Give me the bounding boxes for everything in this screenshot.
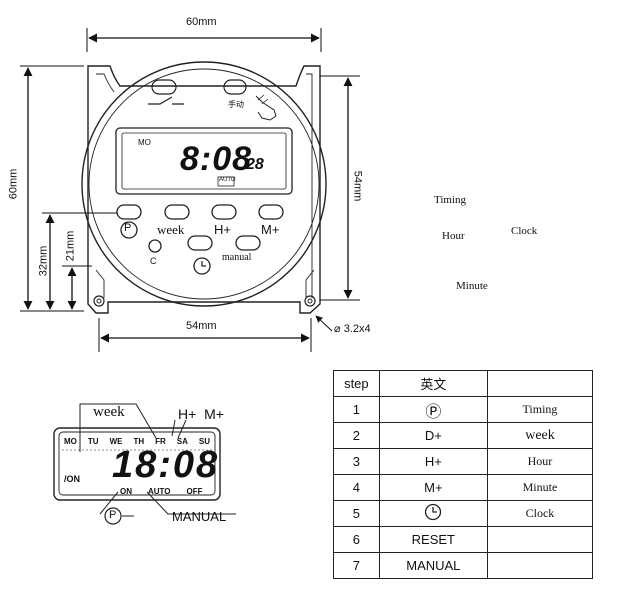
dimension-right-54 — [320, 75, 360, 301]
row-desc: Minute — [486, 474, 594, 501]
right-dimension-label: 54mm — [351, 170, 364, 202]
day-th: TH — [133, 437, 145, 446]
mode-off: OFF — [186, 487, 203, 496]
dimension-bottom-54 — [98, 318, 312, 352]
lcd-time: 8:08 — [180, 140, 253, 178]
row-desc: Clock — [486, 500, 594, 527]
device-manual-label: manual — [222, 252, 252, 263]
day-fr: FR — [155, 437, 166, 446]
dim-32-label: 32mm — [37, 245, 50, 277]
lcd-seconds: 28 — [246, 156, 264, 173]
lcd-auto-indicator: AUTO — [219, 177, 236, 183]
row-step: 1 — [333, 396, 380, 423]
device-p-button-label: P — [124, 222, 132, 234]
display-mode-row: ON AUTO OFF — [120, 487, 203, 496]
header-step: step — [333, 370, 380, 397]
row-key: D+ — [378, 422, 488, 449]
steps-table: step 英文 1 Ⓟ Timing 2 D+ week 3 H+ Hour 4… — [333, 370, 594, 579]
float-label-minute: Minute — [456, 280, 488, 292]
dim-21-label: 21mm — [64, 230, 77, 262]
float-label-hour: Hour — [442, 230, 465, 242]
device-m-label: M+ — [261, 222, 280, 237]
width-dimension-label: 60mm — [186, 16, 217, 28]
dimension-left-60 — [20, 65, 84, 312]
mode-on: ON — [120, 487, 132, 496]
day-su: SU — [198, 437, 211, 446]
device-week-label: week — [157, 222, 185, 237]
device-lcd — [115, 127, 293, 195]
row-step: 6 — [333, 526, 380, 553]
day-mo: MO — [64, 437, 77, 446]
row-key: RESET — [378, 526, 488, 553]
display-time: 18:08 — [112, 444, 220, 486]
table-row: 1 Ⓟ Timing — [333, 396, 594, 423]
row-key: M+ — [378, 474, 488, 501]
display-diagram — [53, 403, 236, 525]
lcd-day-label: MO — [138, 138, 151, 147]
table-row: 2 D+ week — [333, 422, 594, 449]
row-key: Ⓟ — [378, 396, 488, 423]
row-step: 5 — [333, 500, 380, 527]
row-step: 2 — [333, 422, 380, 449]
dimension-32-21 — [42, 212, 124, 310]
height-dimension-label: 60mm — [7, 168, 20, 200]
row-step: 7 — [333, 552, 380, 579]
row-key: MANUAL — [378, 552, 488, 579]
float-label-timing: Timing — [434, 194, 467, 206]
table-header-row: step 英文 — [333, 370, 594, 397]
device-c-label: C — [150, 256, 157, 266]
row-key: H+ — [378, 448, 488, 475]
bottom-dimension-label: 54mm — [186, 320, 217, 332]
row-desc: Hour — [486, 448, 594, 475]
row-step: 3 — [333, 448, 380, 475]
display-on-text: ON — [66, 474, 81, 484]
display-on-indicator: /ON — [64, 474, 81, 484]
table-row: 5 Clock — [333, 500, 594, 527]
row-key — [378, 500, 488, 527]
table-row: 3 H+ Hour — [333, 448, 594, 475]
row-desc — [486, 526, 594, 553]
table-row: 7 MANUAL — [333, 552, 594, 579]
top-switches — [148, 79, 277, 121]
row-desc: week — [486, 422, 594, 449]
display-p-label: P — [109, 509, 117, 521]
day-sa: SA — [176, 437, 188, 446]
table-row: 6 RESET — [333, 526, 594, 553]
manual-switch-label: 手动 — [228, 100, 244, 109]
hole-dimension-label: ⌀ 3.2x4 — [334, 322, 371, 335]
row-desc — [486, 552, 594, 579]
hole-dimension-value: 3.2x4 — [343, 323, 371, 335]
dimension-top-60 — [86, 28, 322, 52]
float-label-clock: Clock — [511, 225, 538, 237]
header-english: 英文 — [378, 370, 488, 397]
display-hm-label: H+ M+ — [178, 406, 224, 422]
device-h-label: H+ — [214, 222, 231, 237]
device-buttons — [116, 204, 284, 275]
day-we: WE — [109, 437, 123, 446]
display-day-row: MO TU WE TH FR SA SU — [64, 437, 210, 446]
mode-auto: AUTO — [148, 487, 171, 496]
day-tu: TU — [87, 437, 99, 446]
table-row: 4 M+ Minute — [333, 474, 594, 501]
display-week-label: week — [93, 404, 125, 420]
hole-leader — [315, 315, 333, 332]
clock-icon — [425, 503, 442, 521]
row-desc: Timing — [486, 396, 594, 423]
device-housing — [81, 61, 327, 314]
header-desc — [486, 370, 594, 397]
display-manual-label: MANUAL — [172, 509, 227, 524]
row-step: 4 — [333, 474, 380, 501]
diameter-icon: ⌀ — [334, 323, 341, 335]
